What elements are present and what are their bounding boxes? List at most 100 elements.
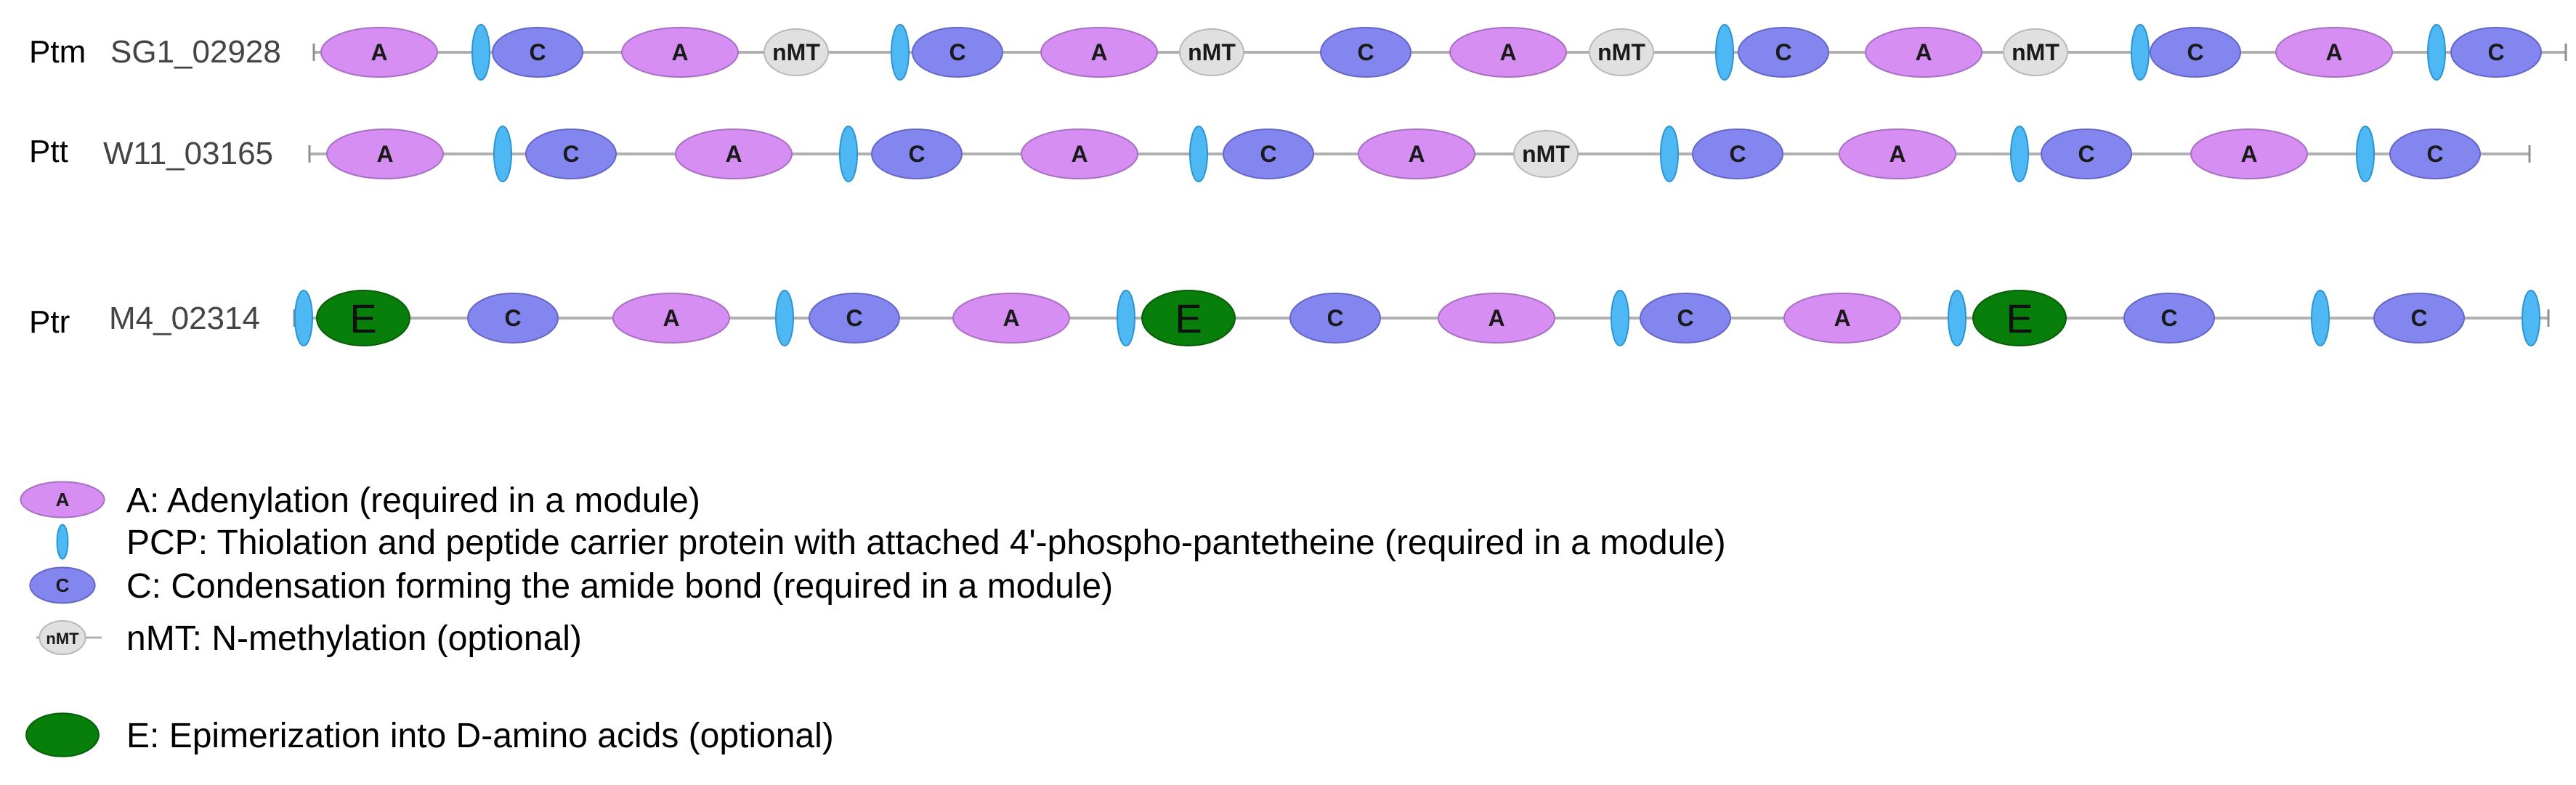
domain-e-label: E: [349, 296, 376, 341]
domain-pcp: [2311, 290, 2330, 346]
domain-nmt: [764, 28, 829, 76]
domain-pcp: [2522, 290, 2540, 346]
domain-c-label: C: [908, 141, 925, 167]
domain-c-label: C: [2426, 141, 2443, 167]
legend-c-text: C: Condensation forming the amide bond (…: [126, 567, 1113, 606]
domain-pcp: [2010, 126, 2029, 182]
legend-c-icon: [29, 566, 96, 604]
legend-nmt-icon-label: nMT: [46, 630, 79, 648]
track-1-gene-label: SG1_02928: [110, 34, 281, 70]
domain-c: [1692, 129, 1783, 179]
domain-pcp: [1715, 24, 1734, 81]
domain-a-label: A: [1488, 305, 1504, 331]
domain-a-label: A: [2240, 141, 2257, 167]
domain-pcp: [2427, 24, 2446, 81]
domain-nmt-label: nMT: [1188, 39, 1236, 65]
domain-a: [621, 27, 739, 78]
track-2-gene-label: W11_03165: [103, 136, 273, 171]
domain-a: [2275, 27, 2393, 78]
domain-a-label: A: [2325, 39, 2342, 65]
domain-a: [1865, 27, 1982, 78]
domain-nmt: [1179, 28, 1244, 76]
domain-c-label: C: [2410, 305, 2427, 331]
track-3-species-label: Ptr: [29, 304, 70, 340]
legend-a-text: A: Adenylation (required in a module): [126, 481, 700, 520]
domain-a: [1438, 293, 1555, 343]
domain-c-label: C: [1677, 305, 1693, 331]
domain-a: [952, 293, 1070, 343]
domain-pcp: [1948, 290, 1967, 346]
legend-e-text: E: Epimerization into D-amino acids (opt…: [126, 717, 834, 755]
domain-c-label: C: [949, 39, 965, 65]
domain-a-label: A: [725, 141, 742, 167]
domain-nmt-label: nMT: [772, 39, 820, 65]
domain-pcp: [1660, 126, 1679, 182]
domain-a: [612, 293, 730, 343]
domain-c: [492, 27, 583, 78]
domain-a: [1021, 129, 1138, 179]
legend-e-icon: [25, 712, 100, 757]
domain-c: [1738, 27, 1829, 78]
domain-c: [871, 129, 963, 179]
domain-c: [2389, 129, 2481, 179]
track-labels: Ptm SG1_02928 Ptt W11_03165 Ptr M4_02314: [29, 34, 281, 340]
domain-a: [1040, 27, 1158, 78]
domain-c-label: C: [1729, 141, 1746, 167]
domain-c: [2123, 293, 2215, 343]
domain-c: [809, 293, 900, 343]
domain-a-label: A: [1915, 39, 1932, 65]
domain-pcp: [1611, 290, 1629, 346]
domain-a-label: A: [1834, 305, 1850, 331]
domain-a-label: A: [1499, 39, 1516, 65]
legend-pcp-text: PCP: Thiolation and peptide carrier prot…: [126, 524, 1726, 562]
domain-a: [1358, 129, 1475, 179]
domain-c: [2041, 129, 2132, 179]
domain-nmt-label: nMT: [1597, 39, 1645, 65]
domain-c: [2150, 27, 2241, 78]
domain-e: [1972, 290, 2067, 346]
domain-c: [1289, 293, 1381, 343]
domain-c-label: C: [504, 305, 521, 331]
domain-nmt-label: nMT: [2012, 39, 2059, 65]
track-3-gene-label: M4_02314: [109, 301, 260, 336]
domain-pcp: [775, 290, 794, 346]
domain-a-label: A: [1071, 141, 1087, 167]
domain-e: [1141, 290, 1236, 346]
track-2-species-label: Ptt: [29, 134, 68, 169]
domain-e-label: E: [1175, 296, 1202, 341]
domain-c-label: C: [2160, 305, 2177, 331]
domain-a-label: A: [1090, 39, 1107, 65]
domain-nmt: [1513, 130, 1579, 178]
domain-c-label: C: [2487, 39, 2504, 65]
domain-a: [1783, 293, 1901, 343]
legend-a-icon-label: A: [56, 489, 70, 511]
domain-e: [316, 290, 410, 346]
domain-c-label: C: [1357, 39, 1374, 65]
domain-a-label: A: [1003, 305, 1019, 331]
legend-nmt-text: nMT: N-methylation (optional): [126, 619, 582, 658]
domain-a: [675, 129, 793, 179]
domain-pcp: [2131, 24, 2150, 81]
domain-pcp: [471, 24, 490, 81]
legend: A A: Adenylation (required in a module) PC…: [20, 481, 1726, 757]
domain-a: [2190, 129, 2308, 179]
domain-pcp: [294, 290, 313, 346]
domain-c-label: C: [846, 305, 862, 331]
domain-a: [326, 129, 444, 179]
domain-c: [525, 129, 617, 179]
legend-a-icon: [20, 481, 105, 518]
legend-pcp-icon: [56, 524, 69, 560]
domain-c-label: C: [2187, 39, 2203, 65]
domain-a: [1839, 129, 1956, 179]
domain-e-label: E: [2006, 296, 2033, 341]
domain-pcp: [839, 126, 858, 182]
domain-a-label: A: [1408, 141, 1425, 167]
domain-nmt-label: nMT: [1522, 141, 1570, 167]
domain-nmt: [2003, 28, 2068, 76]
domain-a-label: A: [663, 305, 679, 331]
domain-c: [2450, 27, 2542, 78]
domain-pcp: [1117, 290, 1135, 346]
